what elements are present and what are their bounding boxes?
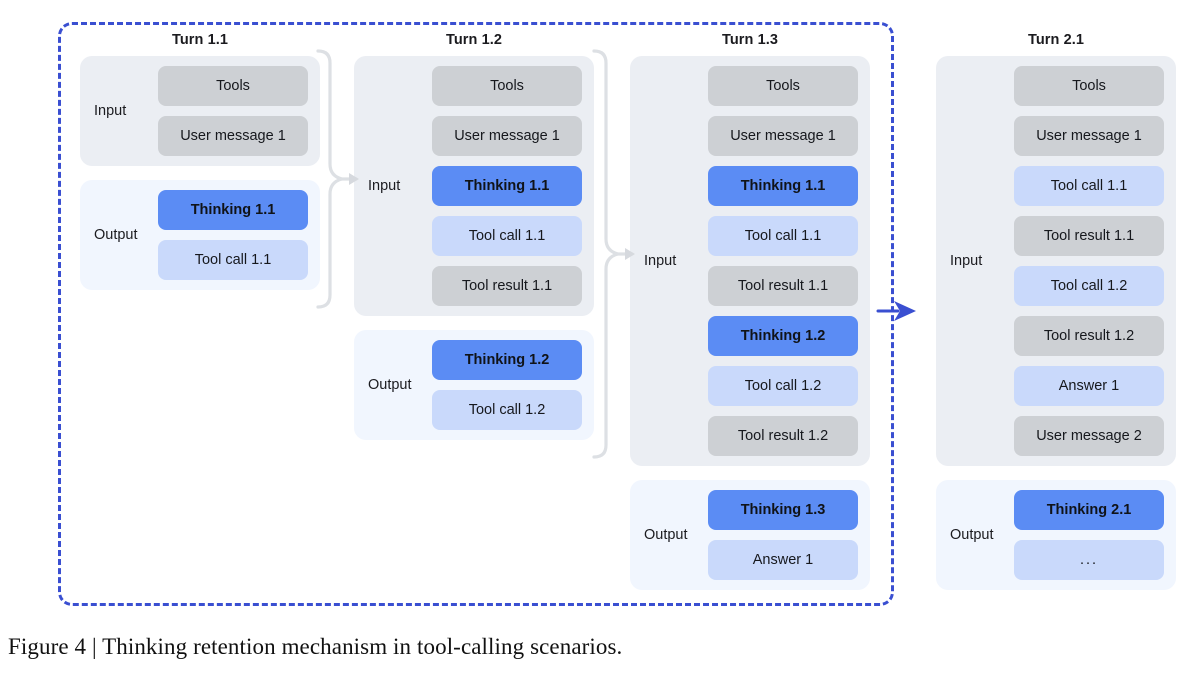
chip-thinking-1-1: Thinking 1.1 bbox=[158, 190, 308, 230]
chip-tool-call-1-2: Tool call 1.2 bbox=[708, 366, 858, 406]
chip-tool-call-1-2: Tool call 1.2 bbox=[432, 390, 582, 430]
chip-user-message-1: User message 1 bbox=[432, 116, 582, 156]
chip-tools: Tools bbox=[432, 66, 582, 106]
input-label: Input bbox=[94, 103, 127, 119]
chip-tool-result-1-2: Tool result 1.2 bbox=[1014, 316, 1164, 356]
chip-tools: Tools bbox=[158, 66, 308, 106]
input-label: Input bbox=[950, 253, 983, 269]
output-group-turn-2-1: Output Thinking 2.1... bbox=[936, 480, 1176, 590]
turn-title-turn-1-2: Turn 1.2 bbox=[445, 32, 503, 48]
chip-tool-call-1-1: Tool call 1.1 bbox=[1014, 166, 1164, 206]
chip-user-message-1: User message 1 bbox=[708, 116, 858, 156]
chip-user-message-1: User message 1 bbox=[158, 116, 308, 156]
chip-thinking-1-1: Thinking 1.1 bbox=[708, 166, 858, 206]
chip-tools: Tools bbox=[1014, 66, 1164, 106]
chip-thinking-2-1: Thinking 2.1 bbox=[1014, 490, 1164, 530]
chip-tool-result-1-2: Tool result 1.2 bbox=[708, 416, 858, 456]
group-spacer bbox=[80, 166, 320, 180]
turn-title-turn-2-1: Turn 2.1 bbox=[1027, 32, 1085, 48]
chip-tool-call-1-1: Tool call 1.1 bbox=[432, 216, 582, 256]
chip-thinking-1-2: Thinking 1.2 bbox=[708, 316, 858, 356]
group-spacer bbox=[354, 316, 594, 330]
turn-title-turn-1-3: Turn 1.3 bbox=[721, 32, 779, 48]
chip-user-message-1: User message 1 bbox=[1014, 116, 1164, 156]
group-spacer bbox=[630, 466, 870, 480]
input-label: Input bbox=[368, 178, 401, 194]
handoff-arrow-icon bbox=[876, 301, 916, 321]
chip-tool-result-1-1: Tool result 1.1 bbox=[708, 266, 858, 306]
figure-caption: Figure 4 | Thinking retention mechanism … bbox=[8, 634, 623, 659]
chip-tool-result-1-1: Tool result 1.1 bbox=[1014, 216, 1164, 256]
chip-tool-call-1-1: Tool call 1.1 bbox=[708, 216, 858, 256]
output-item-list: Thinking 2.1... bbox=[1014, 490, 1164, 580]
chip-tool-call-1-1: Tool call 1.1 bbox=[158, 240, 308, 280]
group-spacer bbox=[936, 466, 1176, 480]
turn-title-turn-1-1: Turn 1.1 bbox=[171, 32, 229, 48]
output-label: Output bbox=[94, 227, 138, 243]
output-label: Output bbox=[644, 527, 688, 543]
output-label: Output bbox=[368, 377, 412, 393]
chip-user-message-2: User message 2 bbox=[1014, 416, 1164, 456]
chip-thinking-1-2: Thinking 1.2 bbox=[432, 340, 582, 380]
chip-thinking-1-1: Thinking 1.1 bbox=[432, 166, 582, 206]
chip-tool-result-1-1: Tool result 1.1 bbox=[432, 266, 582, 306]
chip-tool-call-1-2: Tool call 1.2 bbox=[1014, 266, 1164, 306]
output-label: Output bbox=[950, 527, 994, 543]
chip-answer-1: Answer 1 bbox=[1014, 366, 1164, 406]
chip-: ... bbox=[1014, 540, 1164, 580]
chip-answer-1: Answer 1 bbox=[708, 540, 858, 580]
chip-thinking-1-3: Thinking 1.3 bbox=[708, 490, 858, 530]
chip-tools: Tools bbox=[708, 66, 858, 106]
input-label: Input bbox=[644, 253, 677, 269]
